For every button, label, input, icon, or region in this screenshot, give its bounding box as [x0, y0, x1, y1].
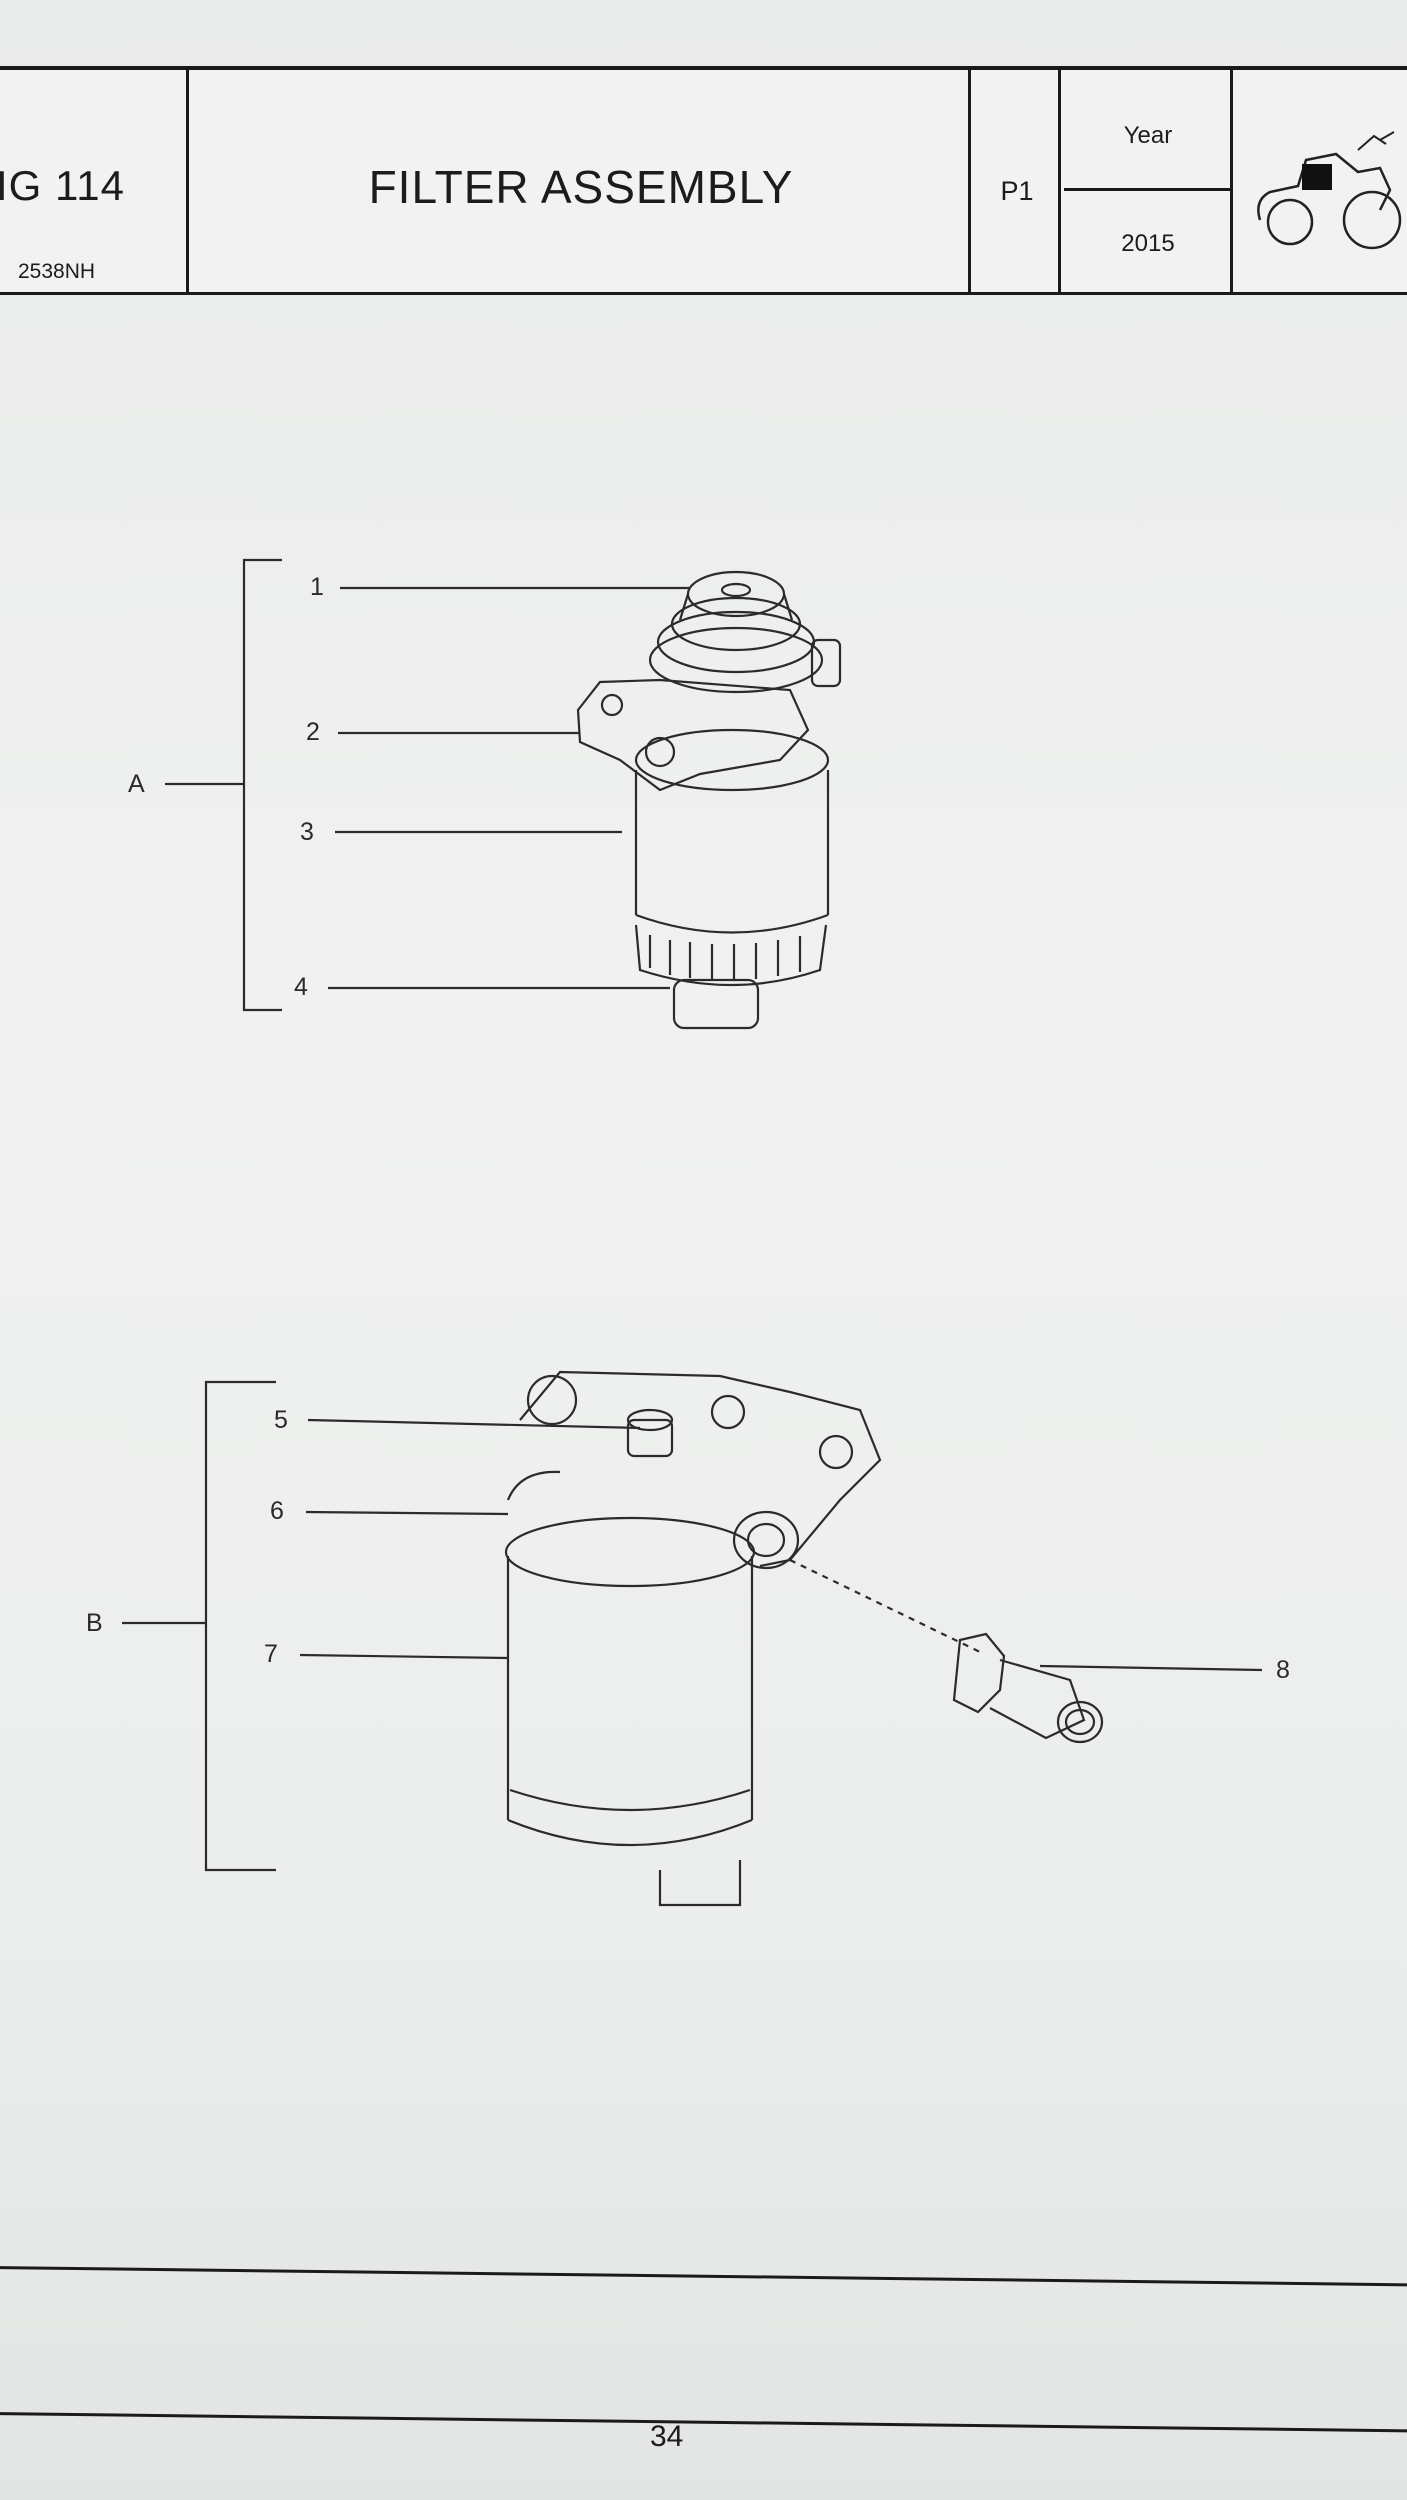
leader-line-7: [299, 1653, 509, 1660]
page-reference: P1: [1000, 176, 1034, 206]
bracket-a: [242, 558, 282, 1012]
callout-3: 3: [300, 818, 314, 846]
callout-6: 6: [270, 1497, 284, 1525]
callout-8: 8: [1276, 1656, 1290, 1684]
page-number: 34: [650, 2420, 684, 2453]
leader-line-5: [307, 1418, 641, 1430]
page-title: FILTER ASSEMBLY: [368, 161, 794, 213]
callout-7: 7: [264, 1640, 278, 1668]
header-divider: [186, 70, 189, 292]
header-divider: [968, 70, 971, 292]
callout-2: 2: [306, 718, 320, 746]
assembly-label-b: B: [86, 1609, 103, 1637]
model-code: IG 114: [0, 162, 125, 209]
header-divider: [1230, 70, 1233, 292]
year-divider: [1064, 188, 1232, 191]
header-divider: [1058, 70, 1061, 292]
tractor-logo-icon: [1257, 131, 1402, 250]
year-value: 2015: [1121, 230, 1175, 257]
year-label: Year: [1123, 122, 1173, 149]
bracket-b: [204, 1380, 276, 1872]
assembly-label-a: A: [128, 770, 145, 798]
model-subcode: 2538NH: [18, 260, 96, 283]
header-table: IG 114 2538NH FILTER ASSEMBLY P1 Year 20…: [0, 66, 1407, 295]
callout-5: 5: [274, 1406, 288, 1434]
leader-line-6: [305, 1510, 509, 1516]
leader-line-8: [1039, 1664, 1263, 1672]
filter-a-illustration: [576, 570, 842, 1030]
callout-4: 4: [294, 973, 308, 1001]
callout-1: 1: [310, 573, 324, 601]
filter-b-illustration: [504, 1370, 1104, 1907]
